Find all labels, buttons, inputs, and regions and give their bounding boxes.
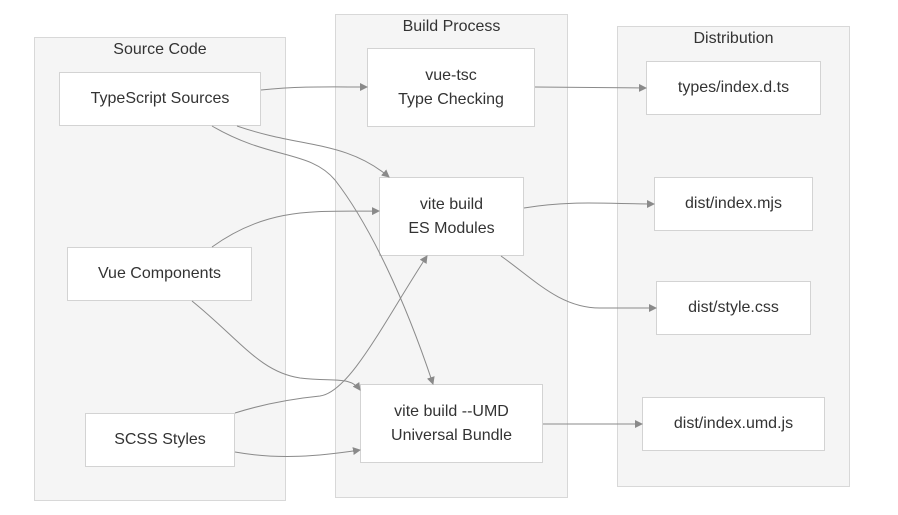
node-dist-index-mjs[interactable]: dist/index.mjs [654, 177, 813, 231]
node-label-line2: ES Modules [408, 219, 495, 237]
node-label-line1: vue-tsc [425, 66, 477, 84]
node-label: dist/index.mjs [685, 195, 782, 212]
node-label: SCSS Styles [114, 431, 206, 448]
node-label: TypeScript Sources [90, 90, 230, 107]
cluster-label-distribution: Distribution [693, 30, 774, 47]
cluster-label-source-code: Source Code [113, 41, 207, 58]
node-vite-build-umd[interactable]: vite build --UMD Universal Bundle [360, 384, 543, 463]
node-vue-tsc[interactable]: vue-tsc Type Checking [367, 48, 535, 127]
node-label-line2: Universal Bundle [391, 426, 512, 444]
node-types-index-dts[interactable]: types/index.d.ts [646, 61, 821, 115]
node-vue-components[interactable]: Vue Components [67, 247, 252, 301]
node-label: dist/index.umd.js [673, 415, 794, 432]
node-scss-styles[interactable]: SCSS Styles [85, 413, 235, 467]
node-dist-index-umd[interactable]: dist/index.umd.js [642, 397, 825, 451]
node-label-line1: vite build --UMD [394, 402, 509, 420]
node-label: types/index.d.ts [677, 79, 790, 96]
node-label: Vue Components [97, 265, 222, 282]
node-dist-style-css[interactable]: dist/style.css [656, 281, 811, 335]
node-typescript-sources[interactable]: TypeScript Sources [59, 72, 261, 126]
cluster-label-build-process: Build Process [402, 18, 501, 35]
node-label-line2: Type Checking [398, 90, 504, 108]
node-label: dist/style.css [688, 299, 779, 316]
node-vite-build-es[interactable]: vite build ES Modules [379, 177, 524, 256]
node-label-line1: vite build [419, 195, 484, 213]
